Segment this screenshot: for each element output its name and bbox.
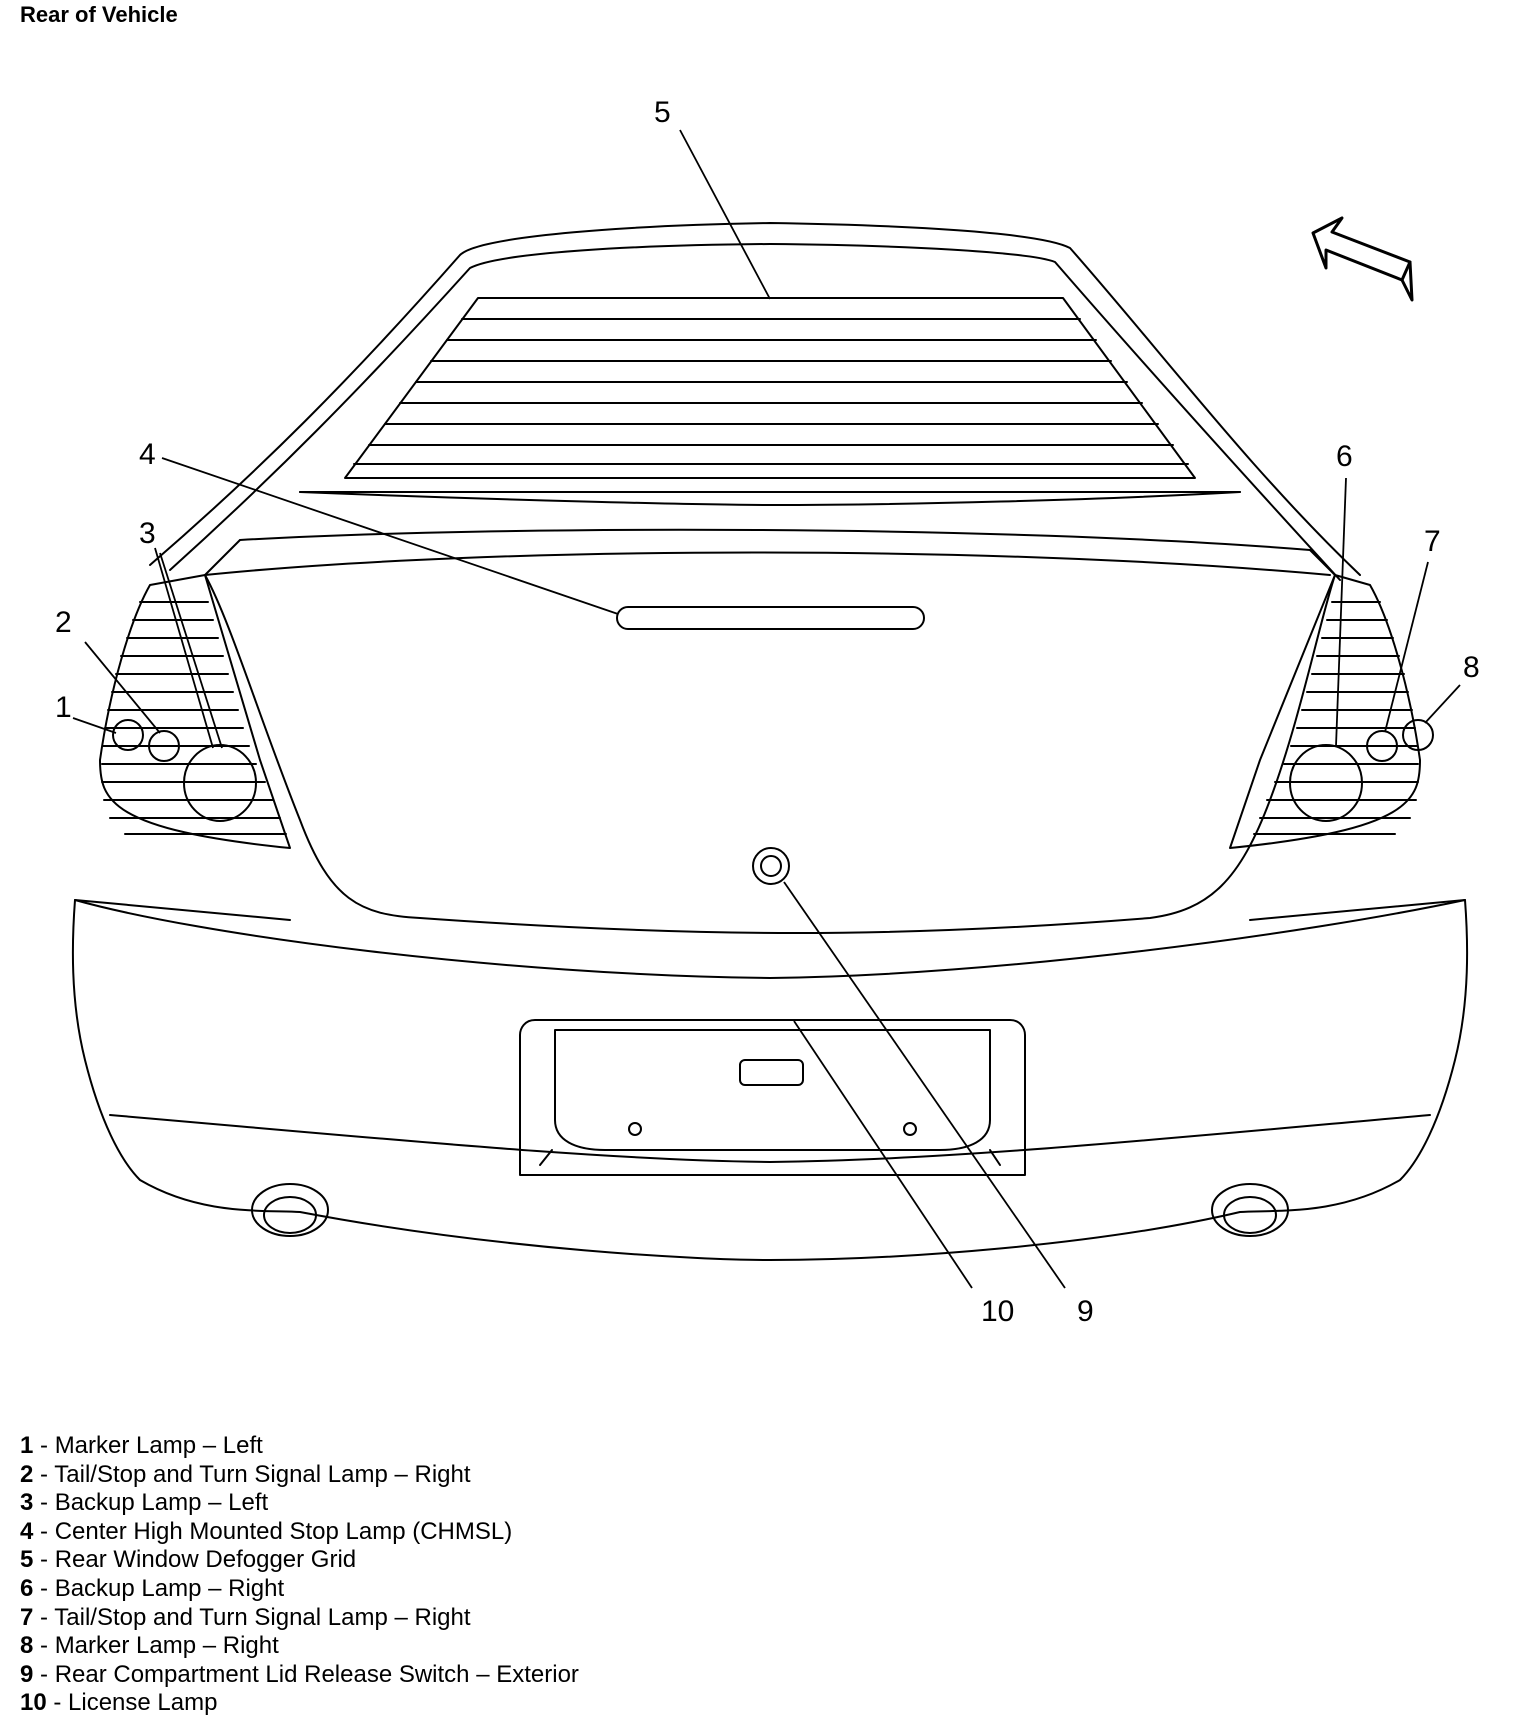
callout-4: 4	[139, 438, 156, 471]
chmsl-lamp	[616, 606, 925, 630]
legend-item: 6 - Backup Lamp – Right	[20, 1575, 579, 1604]
marker-lamp-right	[1402, 719, 1434, 751]
right-lamp-lines	[1253, 601, 1419, 835]
callout-8: 8	[1463, 651, 1480, 684]
callout-1: 1	[55, 691, 72, 724]
diagram-title: Rear of Vehicle	[20, 2, 178, 27]
legend-number: 3	[20, 1489, 34, 1517]
legend-item: 10 - License Lamp	[20, 1689, 579, 1718]
legend-number: 2	[20, 1460, 34, 1488]
legend-label: Rear Compartment Lid Release Switch – Ex…	[54, 1660, 579, 1688]
legend-item: 8 - Marker Lamp – Right	[20, 1632, 579, 1661]
callout-9: 9	[1077, 1295, 1094, 1328]
legend: 1 - Marker Lamp – Left 2 - Tail/Stop and…	[20, 1432, 579, 1718]
roof-outline	[149, 222, 1361, 581]
legend-label: Marker Lamp – Right	[54, 1632, 279, 1660]
legend-label: Center High Mounted Stop Lamp (CHMSL)	[54, 1517, 513, 1545]
legend-number: 4	[20, 1517, 34, 1545]
callout-6: 6	[1336, 440, 1353, 473]
legend-separator: -	[33, 1660, 55, 1688]
backup-lamp-left	[183, 744, 257, 822]
callout-3: 3	[139, 517, 156, 550]
rear-window	[299, 297, 1241, 493]
legend-item: 7 - Tail/Stop and Turn Signal Lamp – Rig…	[20, 1604, 579, 1633]
forward-arrow-icon	[1311, 216, 1414, 302]
legend-number: 9	[20, 1660, 34, 1688]
legend-label: Backup Lamp – Right	[54, 1574, 285, 1602]
left-tail-lamp	[99, 574, 291, 849]
callout-7: 7	[1424, 525, 1441, 558]
legend-number: 10	[20, 1689, 47, 1717]
leader-lines	[72, 129, 1461, 1289]
legend-label: License Lamp	[68, 1689, 218, 1717]
legend-item: 9 - Rear Compartment Lid Release Switch …	[20, 1661, 579, 1690]
legend-label: Tail/Stop and Turn Signal Lamp – Right	[54, 1603, 471, 1631]
legend-number: 8	[20, 1632, 34, 1660]
legend-number: 6	[20, 1574, 34, 1602]
legend-separator: -	[33, 1460, 55, 1488]
legend-separator: -	[46, 1689, 69, 1717]
tail-lamp-left	[148, 730, 180, 762]
legend-item: 4 - Center High Mounted Stop Lamp (CHMSL…	[20, 1518, 579, 1547]
release-switch	[752, 847, 790, 885]
legend-label: Marker Lamp – Left	[54, 1432, 263, 1459]
legend-separator: -	[33, 1632, 55, 1660]
legend-separator: -	[33, 1517, 55, 1545]
right-tail-lamp	[1229, 574, 1434, 849]
legend-label: Tail/Stop and Turn Signal Lamp – Right	[54, 1460, 471, 1488]
rear-bumper	[71, 899, 1469, 1261]
legend-separator: -	[33, 1489, 55, 1517]
legend-separator: -	[33, 1574, 55, 1602]
legend-number: 5	[20, 1546, 34, 1574]
backup-lamp-right	[1289, 744, 1363, 822]
defogger-grid-lines	[353, 318, 1189, 465]
legend-separator: -	[33, 1546, 55, 1574]
exhaust-tips	[251, 1183, 1289, 1237]
legend-separator: -	[33, 1432, 55, 1459]
trunk-lid	[204, 491, 1336, 934]
callout-labels: 1 2 3 4 5 6 7 8 9 10	[55, 96, 1480, 1328]
callout-10: 10	[981, 1295, 1014, 1328]
legend-number: 7	[20, 1603, 34, 1631]
tail-lamp-right	[1366, 730, 1398, 762]
left-lamp-lines	[101, 601, 287, 835]
legend-item: 5 - Rear Window Defogger Grid	[20, 1546, 579, 1575]
legend-item: 2 - Tail/Stop and Turn Signal Lamp – Rig…	[20, 1461, 579, 1490]
legend-number: 1	[20, 1432, 34, 1459]
legend-item: 3 - Backup Lamp – Left	[20, 1489, 579, 1518]
legend-label: Backup Lamp – Left	[54, 1489, 269, 1517]
callout-5: 5	[654, 96, 671, 129]
license-lamp	[739, 1059, 804, 1086]
legend-label: Rear Window Defogger Grid	[54, 1546, 357, 1574]
legend-item: 1 - Marker Lamp – Left	[20, 1432, 579, 1461]
license-plate-recess	[519, 1019, 1026, 1176]
marker-lamp-left	[112, 719, 144, 751]
legend-separator: -	[33, 1603, 55, 1631]
callout-2: 2	[55, 606, 72, 639]
